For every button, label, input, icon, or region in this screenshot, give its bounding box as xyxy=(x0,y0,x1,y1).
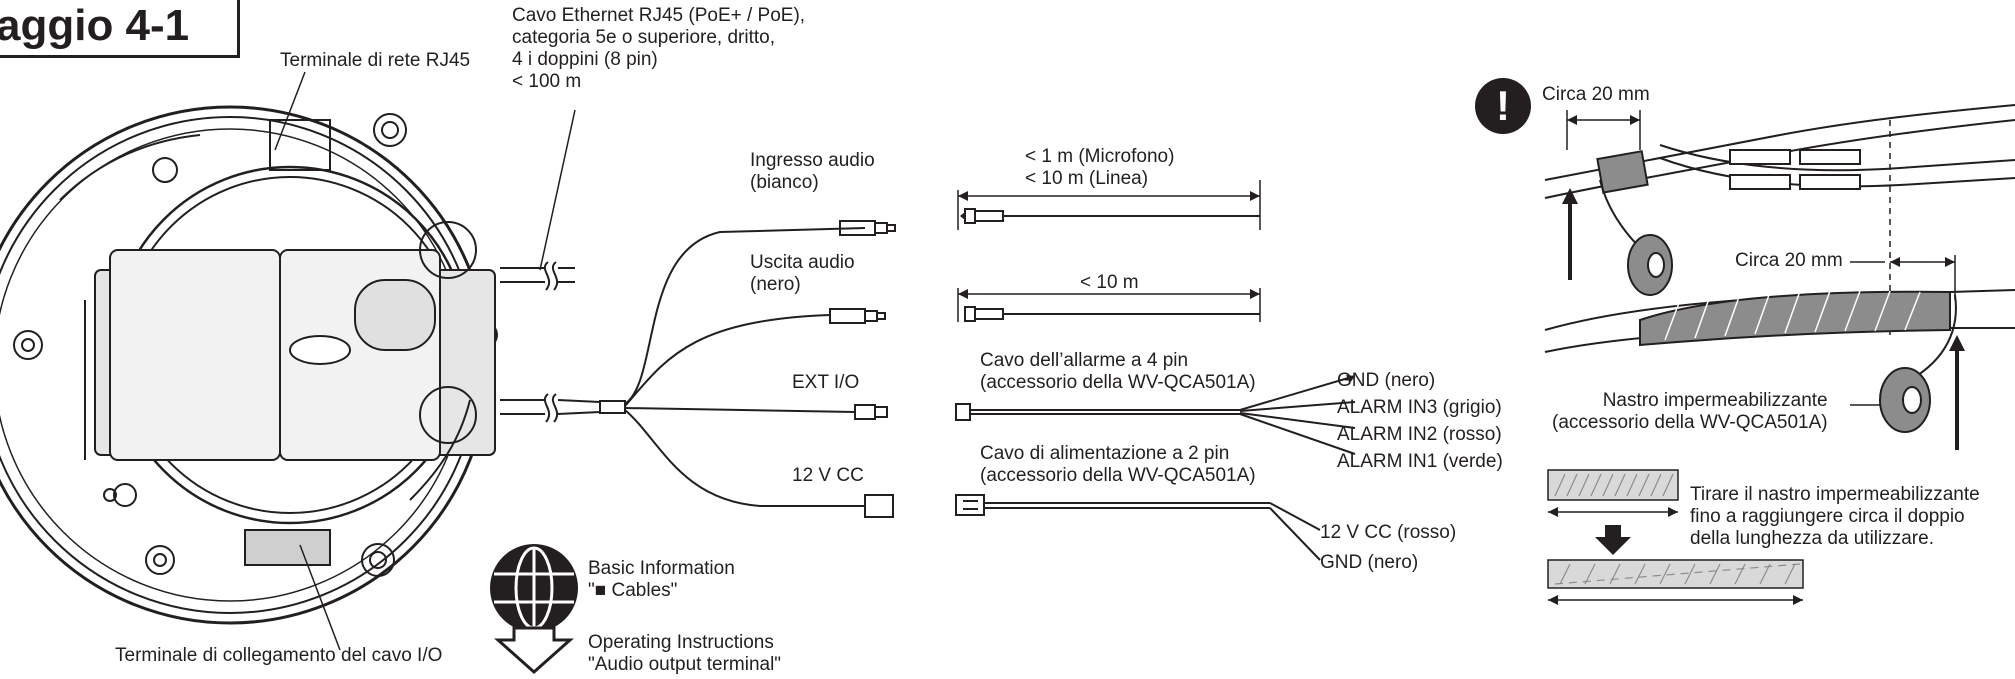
dc-wire xyxy=(624,409,865,507)
label-circa-20mm-top: Circa 20 mm xyxy=(1542,84,1650,105)
label-rj45-terminal: Terminale di rete RJ45 xyxy=(280,50,471,71)
label-gnd-black-2: GND (nero) xyxy=(1320,552,1419,573)
label-alarm-in2: ALARM IN2 (rosso) xyxy=(1337,424,1502,445)
globe-download-icon xyxy=(490,544,578,675)
exclamation-icon: ! xyxy=(1475,78,1531,134)
label-power-cable: Cavo di alimentazione a 2 pin (accessori… xyxy=(980,443,1256,486)
pigtail-bundle xyxy=(500,227,866,507)
tape-wrapped-illustration xyxy=(1544,255,2015,450)
camera-base xyxy=(0,105,498,625)
label-tape: Nastro impermeabilizzante (accessorio de… xyxy=(1552,390,1828,433)
title-box: aggio 4-1 xyxy=(0,0,240,58)
label-alarm-in1: ALARM IN1 (verde) xyxy=(1337,451,1503,472)
audio-out-connector xyxy=(829,308,886,324)
label-alarm-in3: ALARM IN3 (grigio) xyxy=(1337,397,1502,418)
label-ext-io: EXT I/O xyxy=(792,372,860,393)
ext-io-wire xyxy=(624,407,856,413)
dc-connector xyxy=(864,494,894,518)
audio-out-length xyxy=(957,288,1261,322)
label-alarm-cable: Cavo dell’allarme a 4 pin (accessorio de… xyxy=(980,350,1256,393)
ext-io-connector xyxy=(854,404,888,420)
label-basic-info: Basic Information "■ Cables" xyxy=(588,558,735,601)
label-ethernet-cable: Cavo Ethernet RJ45 (PoE+ / PoE), categor… xyxy=(512,5,806,92)
label-dc-12v: 12 V CC xyxy=(792,465,864,486)
audio-in-wire xyxy=(624,227,866,405)
tape-top-illustration xyxy=(1544,104,2015,340)
label-operating-instr: Operating Instructions "Audio output ter… xyxy=(588,632,782,675)
audio-in-connector xyxy=(839,220,896,236)
power-cable xyxy=(955,494,1321,561)
label-circa-20mm-mid: Circa 20 mm xyxy=(1735,250,1843,271)
label-gnd-black: GND (nero) xyxy=(1337,370,1436,391)
leader-io-terminal xyxy=(299,544,341,651)
alarm-cable xyxy=(955,375,1356,455)
label-audio-out-length: < 10 m xyxy=(1080,272,1139,293)
tape-stretch-diagram xyxy=(1547,469,1804,605)
page-title: aggio 4-1 xyxy=(0,1,190,50)
label-dc-12v-red: 12 V CC (rosso) xyxy=(1320,522,1457,543)
label-audio-out: Uscita audio (nero) xyxy=(750,252,855,295)
audio-out-wire xyxy=(624,314,831,407)
label-audio-in: Ingresso audio (bianco) xyxy=(750,150,875,193)
audio-in-length xyxy=(957,180,1261,230)
label-tape-instr: Tirare il nastro impermeabilizzante fino… xyxy=(1690,484,1980,549)
leader-ethernet xyxy=(539,109,576,271)
ethernet-cable xyxy=(500,261,575,291)
label-io-terminal: Terminale di collegamento del cavo I/O xyxy=(115,645,443,666)
leader-rj45 xyxy=(274,71,306,151)
label-audio-in-length: < 1 m (Microfono) < 10 m (Linea) xyxy=(1025,146,1175,189)
mounting-screw xyxy=(13,113,498,577)
